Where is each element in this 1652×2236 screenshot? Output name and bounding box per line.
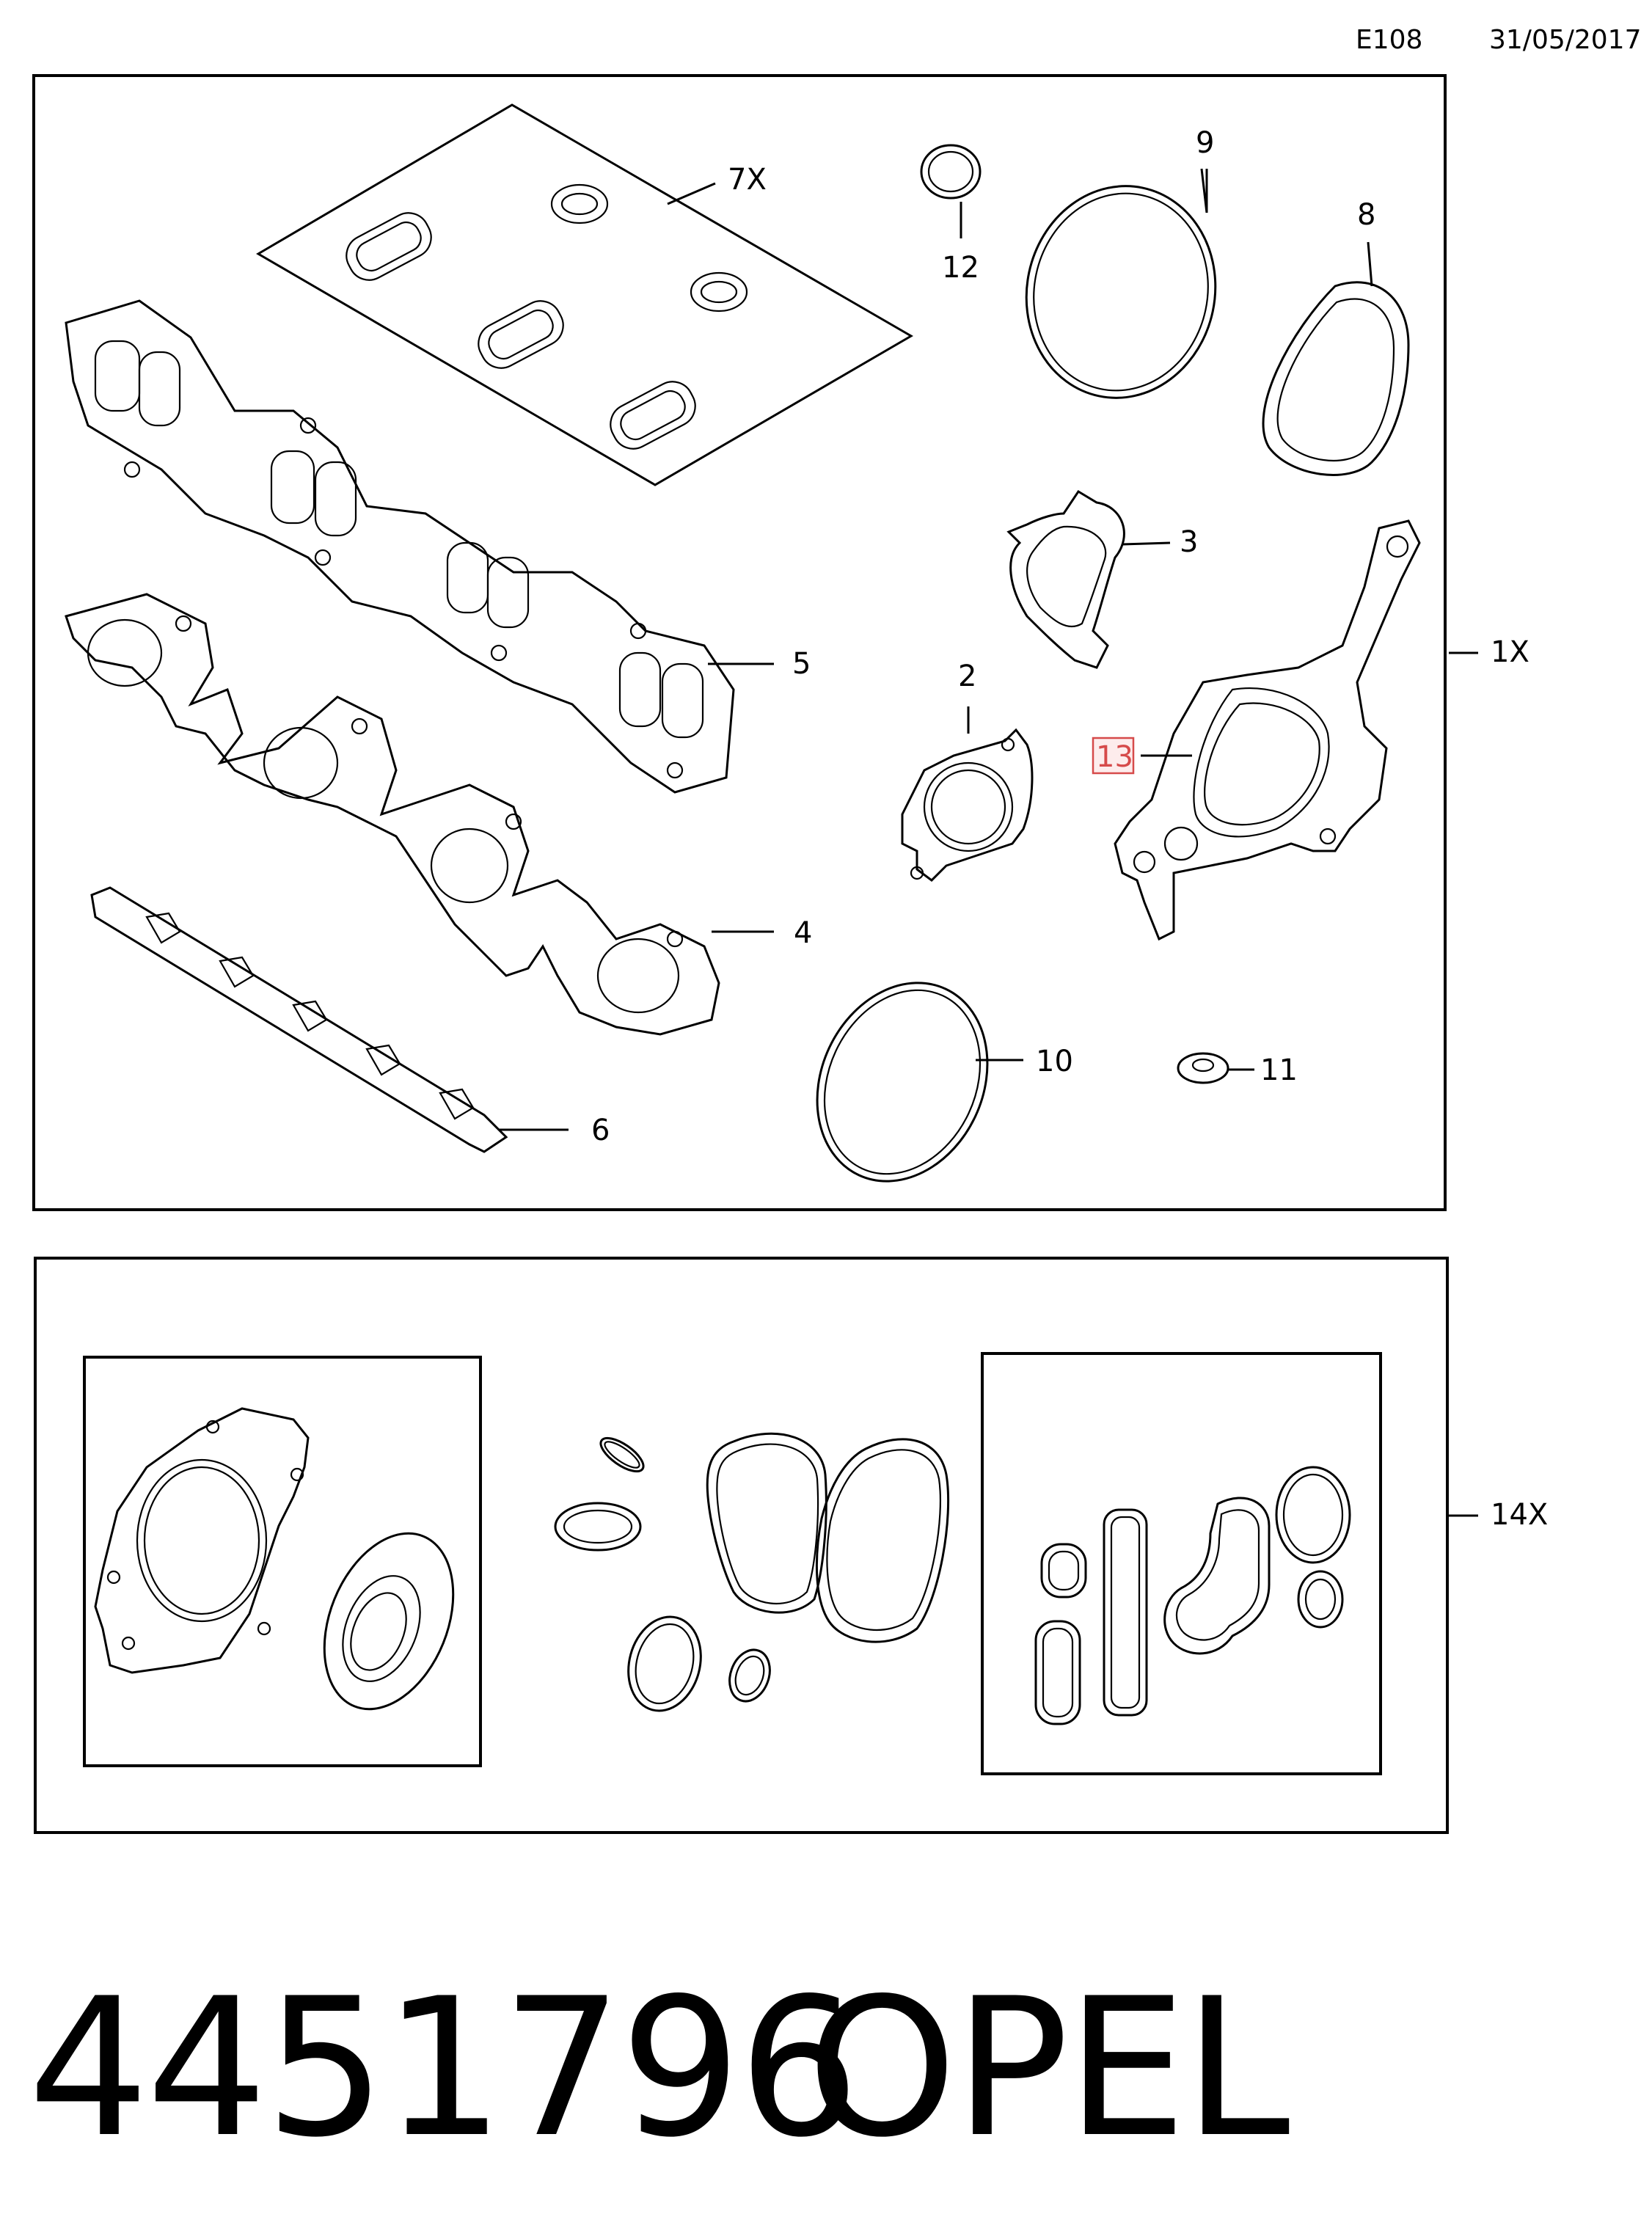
callout-2: 2	[958, 660, 976, 693]
callout-6: 6	[591, 1114, 610, 1147]
intake-seal-ring	[610, 381, 696, 450]
oil-cooler-seals	[1034, 1466, 1351, 1725]
intake-seal-ring	[346, 212, 432, 281]
part-12-small-o-ring	[920, 144, 982, 200]
part-2-flange-gasket	[901, 728, 1034, 882]
brand-name: OPEL	[807, 1958, 1290, 2180]
intake-seal-small	[550, 183, 609, 224]
callout-13: 13	[1096, 740, 1133, 774]
oil-cooler-seal-subframe	[981, 1352, 1382, 1775]
callout-7x: 7X	[728, 163, 767, 197]
part-9-large-o-ring	[1025, 185, 1217, 399]
part-4-exhaust-gasket	[65, 593, 720, 1036]
callout-9: 9	[1196, 126, 1214, 160]
callout-4: 4	[794, 916, 812, 950]
leader-lines	[499, 168, 1478, 1517]
loose-o-rings	[554, 1432, 950, 1712]
callout-3: 3	[1180, 525, 1198, 559]
part-8-d-seal	[1262, 281, 1410, 476]
intake-seal-ring	[478, 300, 564, 369]
intake-seal-small	[690, 271, 748, 313]
lower-kit-frame	[34, 1257, 1449, 1834]
callout-13-highlight	[1092, 737, 1135, 775]
part-3-thermostat-gasket	[1006, 489, 1125, 669]
rear-main-seal-housing	[94, 1407, 310, 1674]
part-11-washer	[1177, 1052, 1229, 1084]
upper-kit-frame	[32, 74, 1447, 1211]
callout-11: 11	[1260, 1053, 1298, 1087]
part-7x-intake-seal-set	[256, 103, 913, 486]
callout-14x: 14X	[1491, 1498, 1548, 1532]
part-13-vacuum-pump-gasket	[1114, 519, 1421, 941]
part-10-o-ring	[816, 982, 989, 1183]
diagram-date: 31/05/2017	[1489, 25, 1642, 55]
part-number: 4451796	[28, 1958, 860, 2180]
callout-1x: 1X	[1491, 635, 1529, 669]
callout-10: 10	[1036, 1045, 1073, 1078]
callout-8: 8	[1357, 198, 1375, 232]
rear-crank-seal	[323, 1532, 455, 1711]
callout-5: 5	[792, 647, 811, 681]
rear-seal-subframe	[83, 1356, 482, 1767]
part-5-manifold-gasket	[65, 299, 735, 794]
callout-12: 12	[942, 251, 979, 285]
part-6-seal-strip	[90, 886, 508, 1153]
diagram-code: E108	[1356, 25, 1423, 55]
